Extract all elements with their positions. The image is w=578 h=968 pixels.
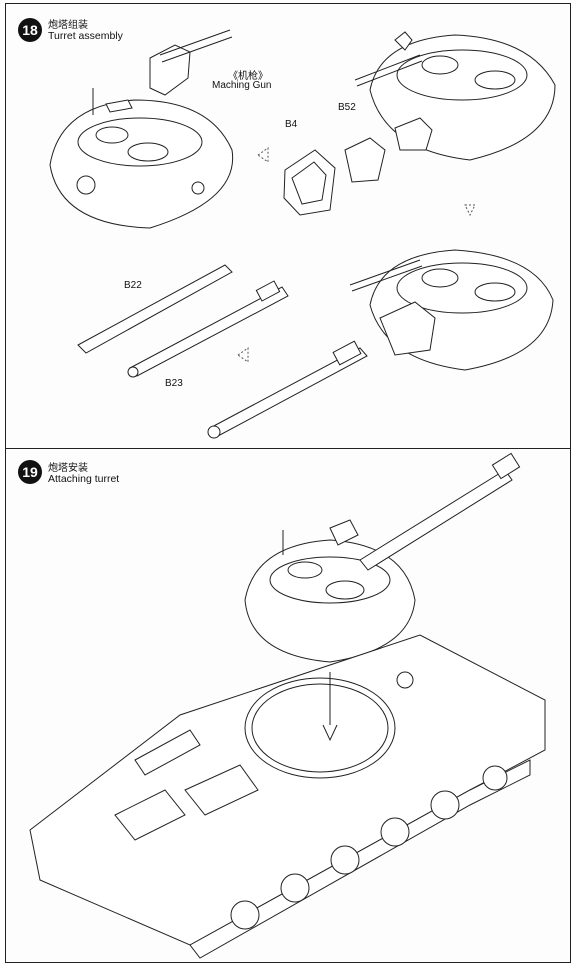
part-b52-label: B52 <box>338 102 356 113</box>
step-18-title-cn: 炮塔组装 <box>48 20 88 31</box>
part-b23-label: B23 <box>165 378 183 389</box>
part-b22-label: B22 <box>124 280 142 291</box>
gun-barrel-parts <box>77 264 368 439</box>
turret-drawing-left <box>49 29 234 229</box>
hull-drawing-step19 <box>29 634 546 959</box>
machine-gun-label-cn: 《机枪》 <box>228 71 268 82</box>
step-18-title-en: Turret assembly <box>48 30 123 42</box>
mantlet-parts <box>283 117 433 216</box>
turret-drawing-middle-right <box>349 249 554 371</box>
step-18-badge: 18 <box>18 18 42 42</box>
turret-drawing-top-right <box>354 31 556 161</box>
step-divider <box>5 448 571 449</box>
step-19-title-cn: 炮塔安装 <box>48 463 88 474</box>
machine-gun-label-en: Maching Gun <box>212 80 272 91</box>
track-drawing <box>189 759 531 959</box>
step-19-badge: 19 <box>18 460 42 484</box>
turret-drawing-step19 <box>244 452 521 663</box>
step-19-title-en: Attaching turret <box>48 473 120 485</box>
part-b4-label: B4 <box>285 119 298 130</box>
